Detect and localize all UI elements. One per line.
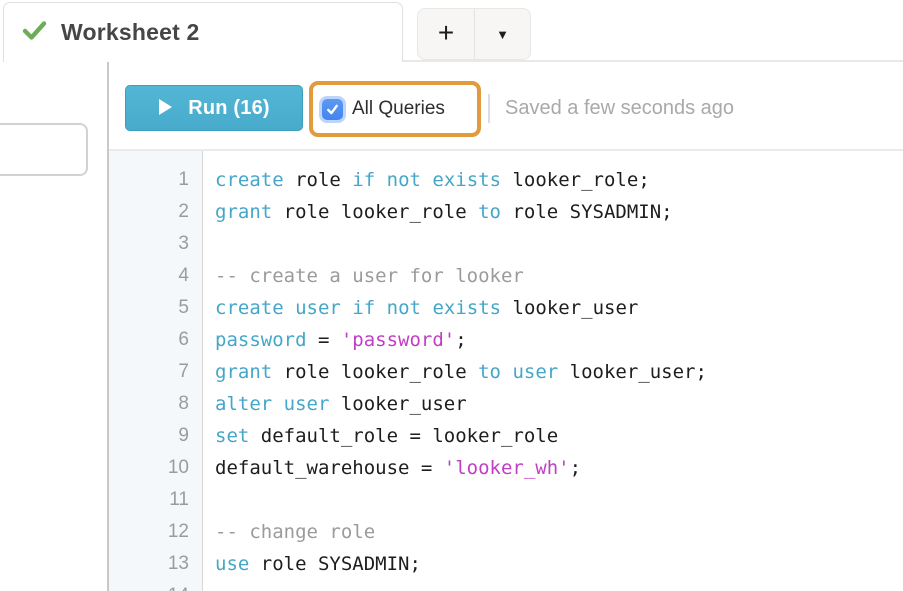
sidebar-divider — [107, 62, 109, 591]
line-number: 3 — [178, 233, 189, 254]
line-number: 9 — [178, 425, 189, 446]
line-number: 2 — [178, 201, 189, 222]
line-number: 1 — [178, 169, 189, 190]
line-number: 10 — [167, 457, 189, 478]
line-number: 7 — [178, 361, 189, 382]
code-line[interactable]: default_warehouse = 'looker_wh'; — [215, 457, 582, 479]
tab-title: Worksheet 2 — [61, 19, 200, 45]
line-number: 5 — [178, 297, 189, 318]
toolbar-bottom-border — [109, 149, 903, 151]
tab-worksheet-2[interactable]: Worksheet 2 — [3, 2, 403, 62]
line-number: 12 — [167, 521, 189, 542]
run-button[interactable]: Run (16) — [125, 85, 303, 131]
code-line[interactable] — [215, 580, 903, 591]
green-check-icon — [22, 20, 47, 46]
code-line[interactable]: create role if not exists looker_role; — [215, 169, 650, 191]
play-icon — [158, 98, 173, 119]
code-line[interactable]: set default_role = looker_role — [215, 425, 559, 447]
sql-editor: 1234567891011121314 create role if not e… — [109, 151, 903, 591]
all-queries-highlight: All Queries — [309, 81, 481, 137]
tab-button-group: + ▼ — [417, 8, 531, 60]
worksheet-toolbar: Run (16) All Queries Saved a few seconds… — [109, 62, 903, 150]
line-number: 14 — [109, 580, 202, 591]
new-worksheet-button[interactable]: + — [418, 9, 474, 59]
editor-gutter: 1234567891011121314 — [109, 151, 203, 591]
line-number: 6 — [178, 329, 189, 350]
sidebar-search-input[interactable] — [0, 123, 88, 176]
sidebar — [0, 62, 107, 591]
all-queries-label: All Queries — [352, 98, 445, 119]
code-line[interactable]: grant role looker_role to user looker_us… — [215, 361, 707, 383]
code-line[interactable]: grant role looker_role to role SYSADMIN; — [215, 201, 673, 223]
line-number: 8 — [178, 393, 189, 414]
code-line[interactable] — [215, 484, 903, 516]
line-number: 4 — [178, 265, 189, 286]
code-line[interactable]: use role SYSADMIN; — [215, 553, 421, 575]
run-button-label: Run (16) — [188, 96, 270, 119]
code-line[interactable]: -- create a user for looker — [215, 265, 524, 287]
code-line[interactable] — [215, 228, 903, 260]
code-line[interactable]: create user if not exists looker_user — [215, 297, 639, 319]
worksheet-menu-button[interactable]: ▼ — [474, 9, 530, 59]
caret-down-icon: ▼ — [496, 26, 509, 42]
code-line[interactable]: password = 'password'; — [215, 329, 467, 351]
plus-icon: + — [437, 17, 455, 48]
code-line[interactable]: alter user looker_user — [215, 393, 467, 415]
saved-status: Saved a few seconds ago — [505, 97, 735, 119]
editor-code[interactable]: create role if not exists looker_role;gr… — [204, 151, 903, 591]
tab-bar-divider — [402, 60, 903, 62]
tab-bar: Worksheet 2 + ▼ — [0, 0, 903, 62]
line-number: 13 — [167, 553, 189, 574]
toolbar-divider — [488, 94, 490, 123]
check-icon — [327, 104, 338, 114]
all-queries-checkbox[interactable] — [322, 98, 343, 120]
code-line[interactable]: -- change role — [215, 521, 376, 543]
line-number: 11 — [169, 489, 189, 510]
